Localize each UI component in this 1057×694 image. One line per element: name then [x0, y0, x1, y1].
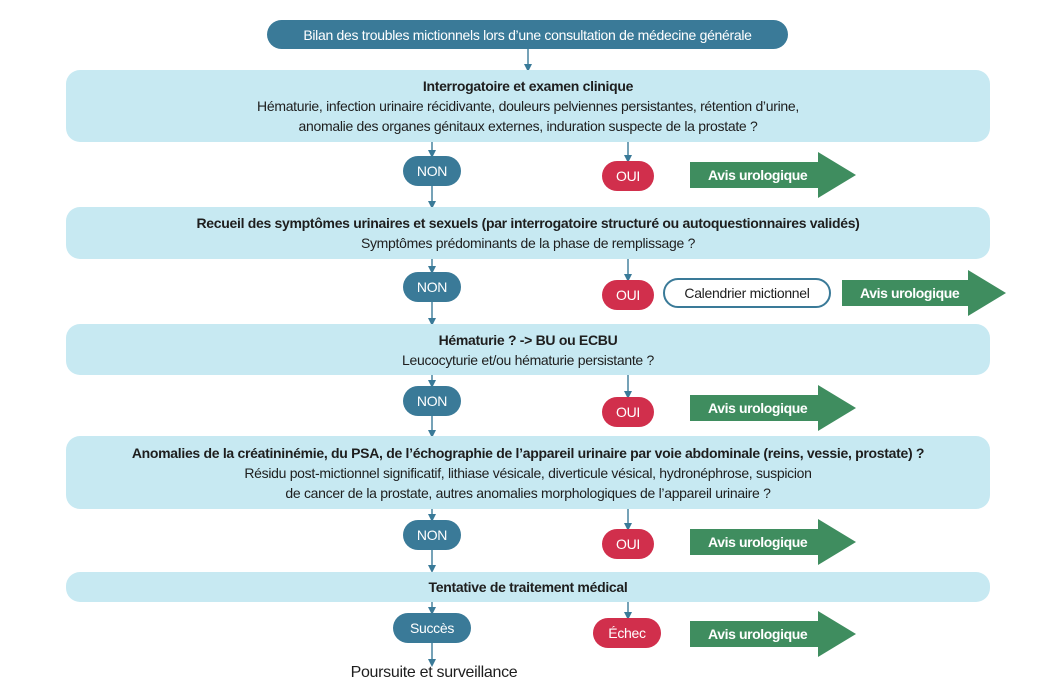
oui-pill: OUI: [602, 280, 654, 310]
avis-urologique-arrow: Avis urologique: [690, 519, 856, 565]
step-heading: Interrogatoire et examen clinique: [422, 78, 634, 94]
avis-urologique-label: Avis urologique: [708, 167, 808, 183]
avis-urologique-label: Avis urologique: [708, 534, 808, 550]
echec-pill: Échec: [593, 618, 661, 648]
non-pill: NON: [403, 520, 461, 550]
arrow-shape: [690, 385, 856, 431]
step-box-recueil-symptomes: Recueil des symptômes urinaires et sexue…: [66, 207, 990, 259]
step-line: Résidu post-mictionnel significatif, lit…: [244, 464, 812, 481]
arrow-shape: [690, 152, 856, 198]
step-heading: Hématurie ? -> BU ou ECBU: [438, 331, 618, 348]
avis-urologique-label: Avis urologique: [708, 626, 808, 642]
arrow-shape: [842, 270, 1006, 316]
oui-pill: OUI: [602, 529, 654, 559]
non-pill: NON: [403, 272, 461, 302]
step-heading: Anomalies de la créatininémie, du PSA, d…: [131, 444, 925, 461]
step-heading: Recueil des symptômes urinaires et sexue…: [196, 215, 860, 231]
avis-urologique-arrow: Avis urologique: [842, 270, 1006, 316]
step-line: Hématurie, infection urinaire récidivant…: [257, 98, 799, 114]
step-line: Symptômes prédominants de la phase de re…: [360, 235, 696, 251]
avis-urologique-arrow: Avis urologique: [690, 611, 856, 657]
arrow-shape: [690, 519, 856, 565]
diagram-title: Bilan des troubles mictionnels lors d’un…: [267, 20, 788, 49]
step-box-traitement-medical: Tentative de traitement médical: [66, 572, 990, 602]
avis-urologique-arrow: Avis urologique: [690, 385, 856, 431]
avis-urologique-label: Avis urologique: [860, 285, 960, 301]
final-outcome: Poursuite et surveillance: [350, 664, 518, 681]
step-heading: Tentative de traitement médical: [428, 579, 628, 595]
calendrier-mictionnel-pill: Calendrier mictionnel: [663, 278, 831, 308]
step-box-anomalies: Anomalies de la créatininémie, du PSA, d…: [66, 436, 990, 509]
step-box-interrogatoire: Interrogatoire et examen clinique Hématu…: [66, 70, 990, 142]
oui-pill: OUI: [602, 161, 654, 191]
oui-pill: OUI: [602, 397, 654, 427]
avis-urologique-label: Avis urologique: [708, 400, 808, 416]
succes-pill: Succès: [393, 613, 471, 643]
arrow-shape: [690, 611, 856, 657]
step-line: Leucocyturie et/ou hématurie persistante…: [402, 351, 654, 368]
non-pill: NON: [403, 386, 461, 416]
non-pill: NON: [403, 156, 461, 186]
step-line: de cancer de la prostate, autres anomali…: [285, 484, 771, 501]
step-box-hematurie: Hématurie ? -> BU ou ECBU Leucocyturie e…: [66, 324, 990, 375]
avis-urologique-arrow: Avis urologique: [690, 152, 856, 198]
step-line: anomalie des organes génitaux externes, …: [298, 118, 758, 134]
